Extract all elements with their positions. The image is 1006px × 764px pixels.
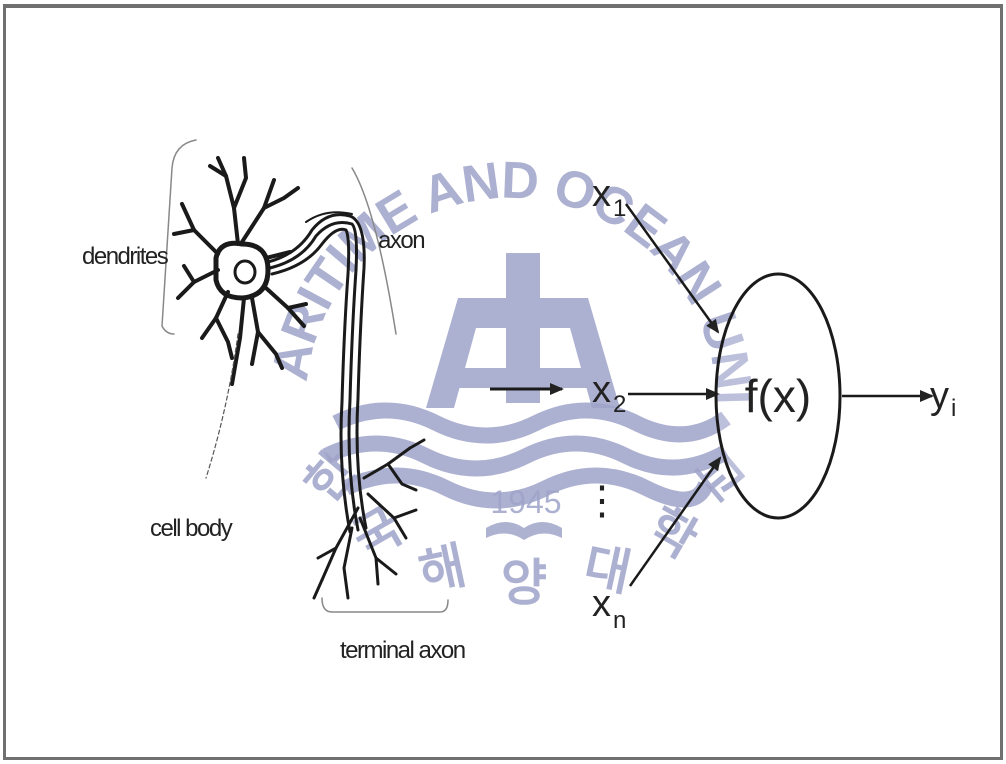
cell-body [216, 243, 268, 298]
watermark-university-name: KOREA MARITIME AND OCEAN UNIVERSITY [6, 8, 762, 404]
dendrites-bracket [162, 140, 196, 334]
label-cell-body: cell body [150, 515, 233, 542]
university-watermark: KOREA MARITIME AND OCEAN UNIVERSITY 1945… [6, 8, 762, 611]
watermark-book-icon [486, 522, 562, 540]
svg-text:해: 해 [414, 537, 471, 601]
figure-frame: KOREA MARITIME AND OCEAN UNIVERSITY 1945… [3, 4, 1003, 760]
label-terminal-axon: terminal axon [340, 637, 465, 664]
activation-function-label: f(x) [745, 370, 811, 422]
neuron-diagram: KOREA MARITIME AND OCEAN UNIVERSITY 1945… [6, 8, 1000, 758]
watermark-gate-emblem [426, 253, 620, 408]
output-yi: yi [930, 375, 956, 422]
label-axon: axon [378, 227, 424, 254]
input-ellipsis: ⋮ [582, 479, 622, 523]
svg-text:양: 양 [501, 555, 547, 611]
watermark-year: 1945 [490, 484, 561, 520]
artificial-neuron-model: x1 x2 ⋮ xn f(x) yi [490, 173, 956, 634]
label-dendrites: dendrites [82, 243, 169, 270]
input-x2: x2 [592, 369, 626, 418]
